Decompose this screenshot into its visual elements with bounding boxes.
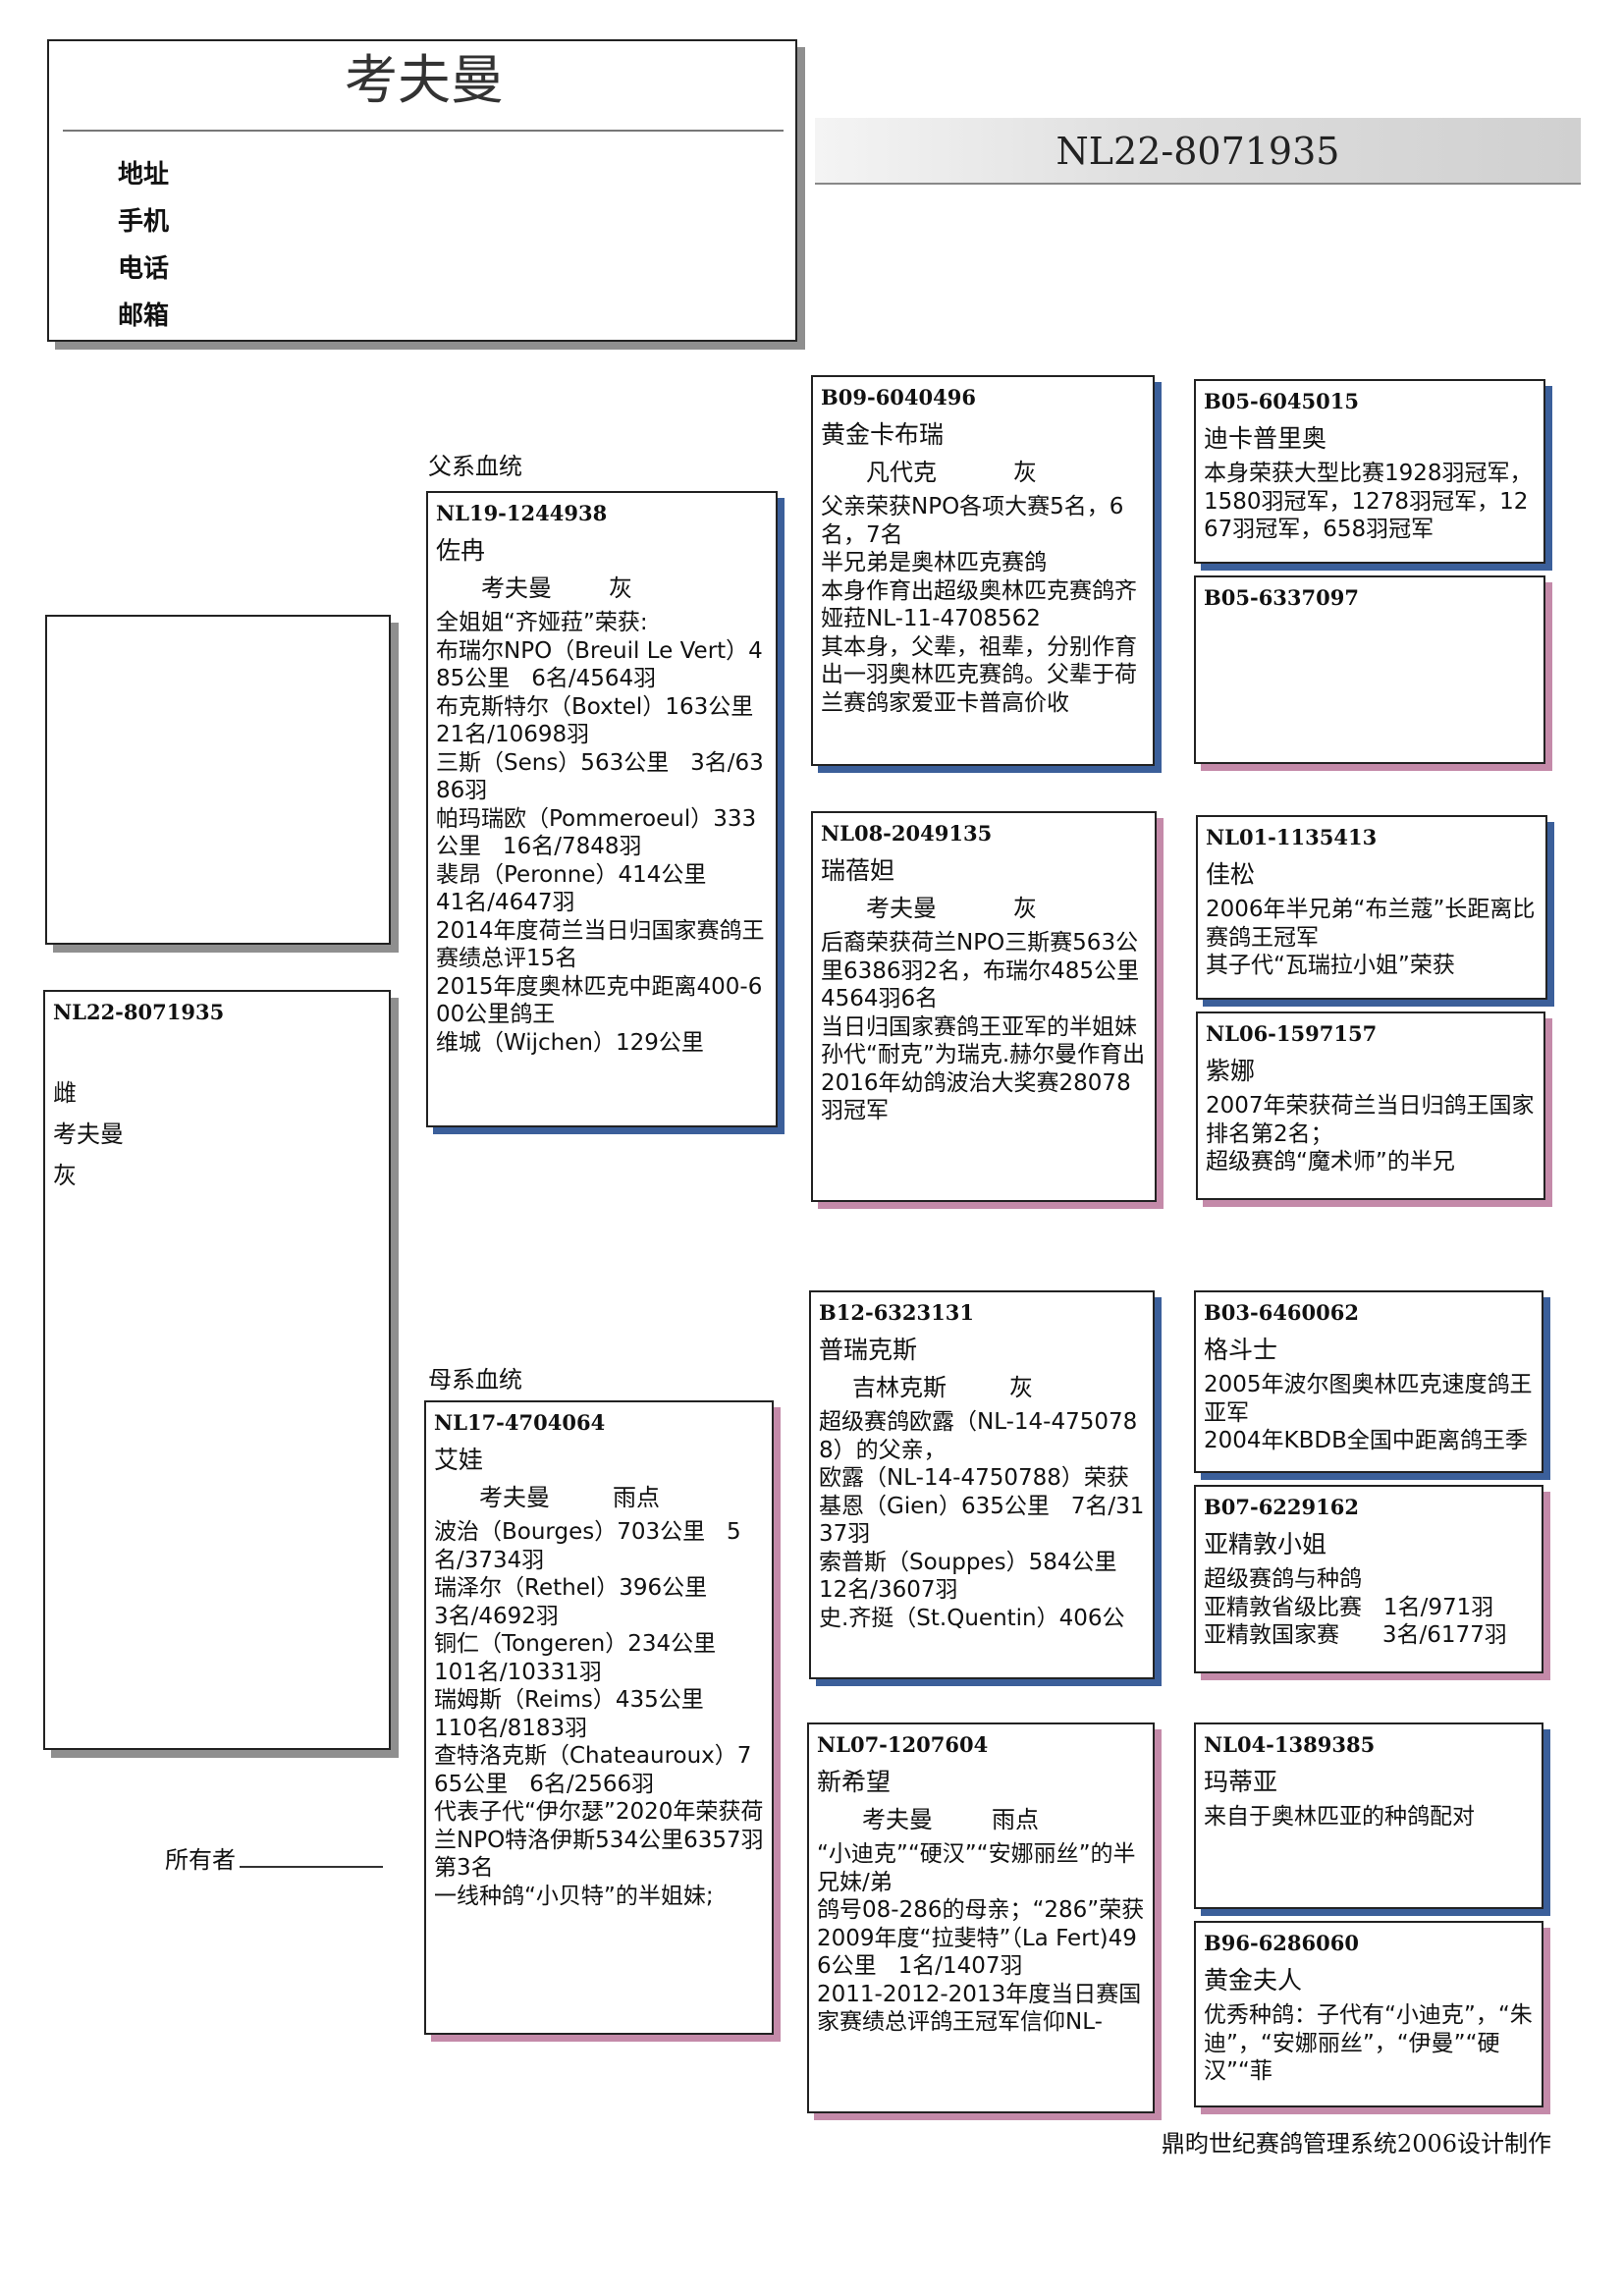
dam-name: 艾娃 [434,1446,484,1474]
main-ring-banner: NL22-8071935 [815,118,1581,185]
dam-line-label: 母系血统 [428,1366,522,1394]
main-ring-number: NL22-8071935 [1056,130,1340,173]
dam-strain: 考夫曼 [479,1484,550,1511]
phone-label: 电话 [118,254,170,284]
sire-dam-strain: 考夫曼 [866,895,937,922]
sire-dam-notes: 后裔荣获荷兰NPO三斯赛563公里6386羽2名，布瑞尔485公里4564羽6名… [821,930,1146,1123]
sire-dam-color: 灰 [1013,895,1037,922]
sire-line-label: 父系血统 [428,453,522,480]
dam-dam-color: 雨点 [992,1806,1039,1833]
ggp-ddd-name: 黄金夫人 [1204,1966,1303,1995]
sire-strain: 考夫曼 [481,574,552,602]
ggp-sds-notes: 2006年半兄弟“布兰蔻”长距离比赛鸽王冠军 其子代“瓦瑞拉小姐”荣获 [1206,897,1536,978]
sire-sire-ring: B09-6040496 [821,385,976,410]
dam-sire-card: B12-6323131 普瑞克斯 吉林克斯 灰 超级赛鸽欧露（NL-14-4750… [809,1290,1155,1679]
ggp-dds-name: 玛蒂亚 [1204,1768,1278,1796]
signature-blank [240,1842,383,1868]
dam-sire-color: 灰 [1009,1374,1033,1401]
ggp-ddd-ring: B96-6286060 [1204,1931,1359,1955]
sire-sire-card: B09-6040496 黄金卡布瑞 凡代克 灰 父亲荣获NPO各项大赛5名，6名，… [811,375,1155,766]
ggp-dds-ring: NL04-1389385 [1204,1732,1376,1757]
ggp-sds-ring: NL01-1135413 [1206,825,1378,849]
ggp-sdd-notes: 2007年荣获荷兰当日归鸽王国家排名第2名； 超级赛鸽“魔术师”的半兄 [1206,1093,1535,1175]
sire-sire-name: 黄金卡布瑞 [821,420,945,449]
subject-sex: 雌 [53,1079,77,1107]
ggp-ddd-card: B96-6286060 黄金夫人 优秀种鸽：子代有“小迪克”，“朱迪”，“安娜丽… [1194,1921,1543,2107]
ggp-sss-ring: B05-6045015 [1204,389,1359,413]
ggp-dsd-name: 亚精敦小姐 [1204,1530,1327,1558]
dam-sire-strain: 吉林克斯 [852,1374,947,1401]
sire-sire-notes: 父亲荣获NPO各项大赛5名，6名，7名 半兄弟是奥林匹克赛鸽 本身作育出超级奥林… [821,494,1137,716]
owner-label: 所有者 [165,1846,236,1874]
dam-sire-notes: 超级赛鸽欧露（NL-14-4750788）的父亲， 欧露（NL-14-47507… [819,1409,1145,1631]
subject-ring: NL22-8071935 [53,1000,225,1024]
ggp-sss-notes: 本身荣获大型比赛1928羽冠军，1580羽冠军，1278羽冠军，1267羽冠军，… [1204,461,1533,542]
dam-notes: 波治（Bourges）703公里 5名/3734羽 瑞泽尔（Rethel）396… [434,1519,764,1909]
sire-sire-strain: 凡代克 [866,459,937,486]
sire-card: NL19-1244938 佐冉 考夫曼 灰 全姐姐“齐娅菈”荣获: 布瑞尔NPO（… [426,491,778,1127]
dam-dam-ring: NL07-1207604 [817,1732,989,1757]
ggp-dss-notes: 2005年波尔图奥林匹克速度鸽王亚军 2004年KBDB全国中距离鸽王季 [1204,1372,1533,1453]
ggp-dss-name: 格斗士 [1204,1336,1278,1364]
ggp-dss-card: B03-6460062 格斗士 2005年波尔图奥林匹克速度鸽王亚军 2004年… [1194,1290,1543,1473]
footer-credit: 鼎昀世纪赛鸽管理系统2006设计制作 [1161,2130,1551,2158]
dam-sire-name: 普瑞克斯 [819,1336,918,1364]
ggp-sds-name: 佳松 [1206,860,1256,889]
pigeon-photo-frame [45,615,391,945]
ggp-dss-ring: B03-6460062 [1204,1300,1359,1325]
owner-name-title: 考夫曼 [345,49,504,111]
ggp-sss-name: 迪卡普里奥 [1204,424,1327,453]
ggp-dds-card: NL04-1389385 玛蒂亚 来自于奥林匹亚的种鸽配对 [1194,1722,1543,1909]
address-label: 地址 [118,160,170,190]
owner-signature-line: 所有者 [165,1842,383,1877]
ggp-ssd-card: B05-6337097 [1194,575,1545,764]
sire-notes: 全姐姐“齐娅菈”荣获: 布瑞尔NPO（Breuil Le Vert）485公里 … [436,610,765,1056]
ggp-dsd-notes: 超级赛鸽与种鸽 亚精敦省级比赛 1名/971羽 亚精敦国家赛 3名/6177羽 [1204,1566,1507,1648]
mobile-label: 手机 [118,207,170,237]
ggp-sdd-name: 紫娜 [1206,1057,1256,1085]
header-divider [63,130,784,132]
dam-ring: NL17-4704064 [434,1410,606,1435]
subject-pigeon-card: NL22-8071935 雌 考夫曼 灰 [43,990,391,1750]
ggp-dsd-card: B07-6229162 亚精敦小姐 超级赛鸽与种鸽 亚精敦省级比赛 1名/971… [1194,1485,1543,1673]
ggp-ddd-notes: 优秀种鸽：子代有“小迪克”，“朱迪”，“安娜丽丝”，“伊曼”“硬汉”“菲 [1204,2002,1533,2084]
subject-strain: 考夫曼 [53,1121,124,1148]
sire-sire-color: 灰 [1013,459,1037,486]
ggp-sds-card: NL01-1135413 佳松 2006年半兄弟“布兰蔻”长距离比赛鸽王冠军 其… [1196,815,1547,1000]
owner-info-card: 考夫曼 地址 手机 电话 邮箱 [47,39,797,342]
sire-ring: NL19-1244938 [436,501,608,525]
sire-color: 灰 [609,574,632,602]
ggp-sss-card: B05-6045015 迪卡普里奥 本身荣获大型比赛1928羽冠军，1580羽冠… [1194,379,1545,564]
dam-dam-card: NL07-1207604 新希望 考夫曼 雨点 “小迪克”“硬汉”“安娜丽丝”的半… [807,1722,1155,2113]
sire-dam-name: 瑞蓓妲 [821,856,895,885]
ggp-dds-notes: 来自于奥林匹亚的种鸽配对 [1204,1804,1475,1830]
ggp-sdd-ring: NL06-1597157 [1206,1021,1378,1046]
ggp-ssd-ring: B05-6337097 [1204,585,1359,610]
subject-color: 灰 [53,1162,77,1189]
sire-name: 佐冉 [436,536,486,565]
dam-dam-name: 新希望 [817,1768,892,1796]
ggp-dsd-ring: B07-6229162 [1204,1495,1359,1519]
dam-dam-strain: 考夫曼 [862,1806,933,1833]
ggp-sdd-card: NL06-1597157 紫娜 2007年荣获荷兰当日归鸽王国家排名第2名； 超… [1196,1011,1545,1200]
email-label: 邮箱 [118,301,170,331]
sire-dam-card: NL08-2049135 瑞蓓妲 考夫曼 灰 后裔荣获荷兰NPO三斯赛563公里6… [811,811,1157,1202]
dam-color: 雨点 [613,1484,660,1511]
dam-card: NL17-4704064 艾娃 考夫曼 雨点 波治（Bourges）703公里 5… [424,1400,774,2035]
dam-sire-ring: B12-6323131 [819,1300,974,1325]
sire-dam-ring: NL08-2049135 [821,821,993,846]
dam-dam-notes: “小迪克”“硬汉”“安娜丽丝”的半兄妹/弟 鸽号08-286的母亲；“286”荣… [817,1841,1145,2035]
